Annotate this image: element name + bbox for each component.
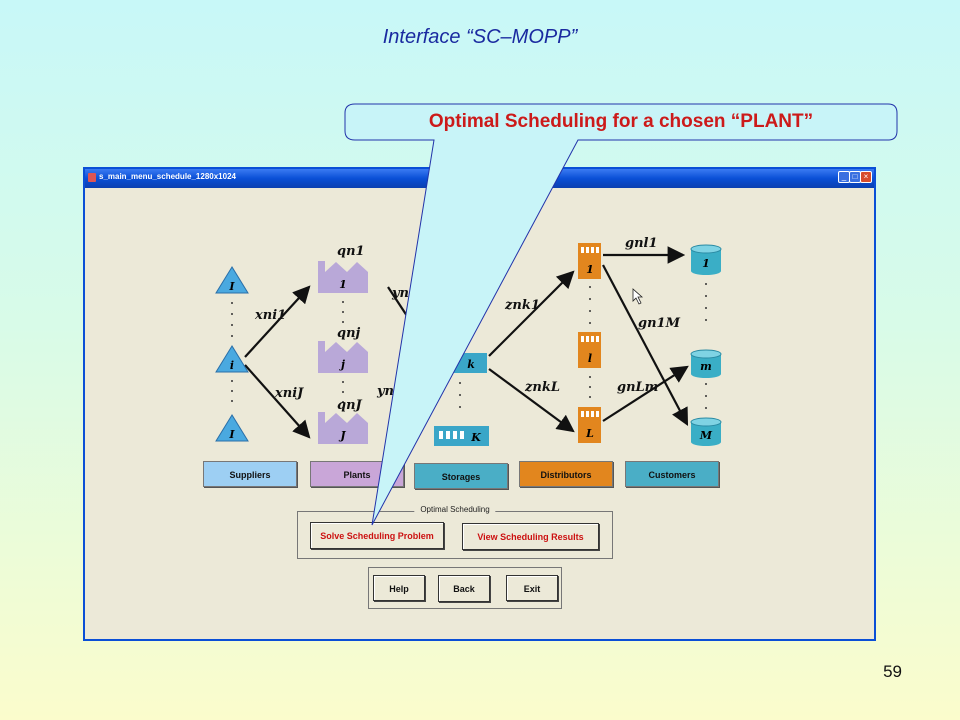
svg-text:i: i — [230, 359, 234, 372]
plant-node-top: 1 — [318, 261, 368, 293]
legend-distributors: Distributors — [519, 461, 613, 487]
flow-labels: xni1 xniJ yn1 yn1 znk1 znkL gnl1 gn1M gn… — [254, 236, 681, 413]
distributor-node-bottom: L — [578, 407, 601, 443]
svg-text:gn1M: gn1M — [638, 316, 681, 331]
view-scheduling-results-button[interactable]: View Scheduling Results — [462, 523, 599, 550]
svg-text:l: l — [588, 352, 592, 365]
app-window: s_main_menu_schedule_1280x1024 _ □ × I — [83, 167, 876, 641]
svg-text:1: 1 — [702, 257, 710, 270]
optimal-scheduling-group: Optimal Scheduling — [297, 505, 613, 559]
svg-text:L: L — [585, 427, 594, 440]
svg-text:1: 1 — [339, 278, 347, 291]
exit-button[interactable]: Exit — [506, 575, 558, 601]
svg-text:qnJ: qnJ — [337, 398, 363, 413]
supplier-node-bottom: I — [215, 414, 249, 442]
customer-dots — [705, 283, 707, 409]
customer-node-bottom: M — [690, 417, 722, 446]
supplier-node-top: I — [215, 266, 249, 294]
supply-chain-diagram: I i I 1 j J — [215, 236, 722, 446]
svg-text:znk1: znk1 — [504, 298, 540, 313]
help-button[interactable]: Help — [373, 575, 425, 601]
distributor-dots — [589, 286, 591, 398]
svg-text:K: K — [470, 431, 481, 444]
distributor-node-top: 1 — [578, 243, 601, 279]
solve-scheduling-button[interactable]: Solve Scheduling Problem — [310, 522, 444, 549]
matlab-figure-icon — [88, 173, 96, 182]
svg-text:1: 1 — [586, 263, 594, 276]
svg-text:J: J — [338, 429, 346, 442]
plant-dots — [342, 301, 344, 403]
svg-text:qn1: qn1 — [337, 244, 365, 259]
window-title: s_main_menu_schedule_1280x1024 — [99, 172, 236, 181]
plant-node-bottom: J — [318, 412, 368, 444]
svg-text:gnl1: gnl1 — [625, 236, 658, 251]
svg-text:I: I — [228, 280, 235, 293]
svg-text:gnLm: gnLm — [617, 380, 658, 395]
legend-customers: Customers — [625, 461, 719, 487]
page-number: 59 — [883, 662, 902, 681]
slide-title: Interface “SC–MOPP” — [382, 26, 578, 48]
customer-node-top: 1 — [690, 244, 722, 275]
mouse-cursor-icon — [632, 288, 644, 305]
distributor-node-middle: l — [578, 332, 601, 368]
svg-text:k: k — [467, 358, 475, 371]
svg-text:qnj: qnj — [337, 326, 361, 341]
optimal-scheduling-title: Optimal Scheduling — [414, 505, 496, 514]
storage-dots — [459, 382, 461, 408]
legend-storages: Storages — [414, 463, 508, 489]
minimize-button[interactable]: _ — [838, 171, 850, 183]
svg-text:j: j — [339, 358, 345, 371]
svg-text:I: I — [228, 428, 235, 441]
svg-text:m: m — [700, 360, 712, 373]
storage-node-K: K — [434, 426, 489, 446]
customer-node-middle: m — [690, 349, 722, 378]
supplier-node-middle: i — [215, 345, 249, 373]
close-button[interactable]: × — [860, 171, 872, 183]
supplier-dots — [231, 302, 233, 402]
svg-text:znkL: znkL — [524, 380, 560, 395]
svg-text:xniJ: xniJ — [274, 386, 304, 401]
callout-text: Optimal Scheduling for a chosen “PLANT” — [428, 111, 814, 132]
back-button[interactable]: Back — [438, 575, 490, 602]
svg-text:M: M — [699, 429, 713, 442]
navigation-group — [368, 567, 562, 609]
svg-text:xni1: xni1 — [254, 308, 286, 323]
plant-node-middle: j — [318, 341, 368, 373]
legend-suppliers: Suppliers — [203, 461, 297, 487]
